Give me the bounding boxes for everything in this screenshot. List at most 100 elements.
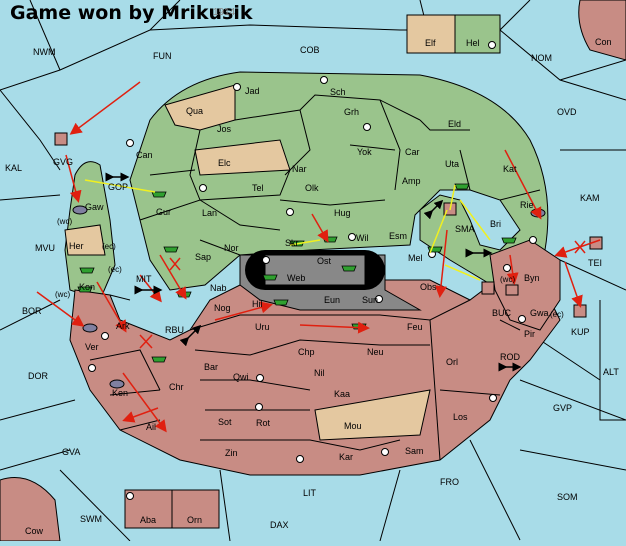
sea-label: FRO xyxy=(440,477,459,487)
game-title: Game won by Mrikusik xyxy=(10,2,252,24)
sea-label: MVU xyxy=(35,243,55,253)
region-label: Hel xyxy=(466,38,480,48)
green-region xyxy=(129,71,549,291)
sea-label: SOM xyxy=(557,492,578,502)
region-label: Nar xyxy=(292,164,307,174)
coast-label: (wc) xyxy=(500,275,515,284)
region-label: Gaw xyxy=(85,202,104,212)
region-label: Ken xyxy=(112,388,128,398)
region-label: Ost xyxy=(317,256,332,266)
sea-label: GVP xyxy=(553,403,572,413)
supply-centers xyxy=(88,41,537,500)
region-label: Byn xyxy=(524,273,540,283)
coast-label: (ec) xyxy=(102,242,116,251)
region-label: Elf xyxy=(425,38,436,48)
sea-label: ALT xyxy=(603,367,619,377)
region-label: Orn xyxy=(187,515,202,525)
region-label: Jad xyxy=(245,86,260,96)
region-label: Pir xyxy=(524,329,535,339)
sea-label: DAX xyxy=(270,520,289,530)
region-label: Kon xyxy=(79,282,95,292)
sea-label: KAL xyxy=(5,163,22,173)
overlay-number: 1914 xyxy=(213,7,236,18)
coast-label: (ec) xyxy=(550,310,564,319)
region-label: Chp xyxy=(298,347,315,357)
region-label: Olk xyxy=(305,183,319,193)
region-label: Feu xyxy=(407,322,423,332)
title-text: Game won by Mrikusik xyxy=(10,2,253,24)
region-label: Grh xyxy=(344,107,359,117)
region-label: Ver xyxy=(85,342,99,352)
region-label: Web xyxy=(287,273,305,283)
red-labels: Web Mel Byn Nab Obs Nog Hil Sun Uru Feu … xyxy=(85,253,549,525)
sea-label: BOR xyxy=(22,306,42,316)
region-label: Gwa xyxy=(530,308,549,318)
coast-labels: (wc) (ec) (wc) (ec) (wc) (ec) xyxy=(55,217,564,319)
region-label: Uru xyxy=(255,322,270,332)
region-label: Gur xyxy=(156,207,171,217)
region-label: Bar xyxy=(204,362,218,372)
region-label: Hug xyxy=(334,208,351,218)
region-label: Qua xyxy=(186,106,203,116)
coast-label: (ec) xyxy=(108,265,122,274)
region-label: Eld xyxy=(448,119,461,129)
region-label: Rot xyxy=(256,418,271,428)
units-red xyxy=(54,132,603,318)
region-label: Sam xyxy=(405,446,424,456)
sea-label: OVD xyxy=(557,107,577,117)
region-label: Wil xyxy=(356,233,369,243)
region-label: Jos xyxy=(217,124,232,134)
region-label: Amp xyxy=(402,176,421,186)
sea-label: GOP xyxy=(108,182,128,192)
support-lines xyxy=(84,179,491,281)
region-label: Neu xyxy=(367,347,384,357)
region-label: Hil xyxy=(252,299,263,309)
region-label: Elc xyxy=(218,158,231,168)
sea-label: COB xyxy=(300,45,320,55)
coast-label: (wc) xyxy=(57,217,72,226)
tan-qua xyxy=(164,84,236,131)
tan-elf xyxy=(406,14,456,54)
region-label: Kaa xyxy=(334,389,350,399)
sea-label: KUP xyxy=(571,327,590,337)
region-label: Skr xyxy=(285,238,299,248)
region-label: Ark xyxy=(116,321,130,331)
sea-label: Con xyxy=(595,37,612,47)
region-label: Bri xyxy=(490,219,501,229)
sea-label: BUC xyxy=(492,308,512,318)
sea-label: RBU xyxy=(165,325,184,335)
region-label: Ail xyxy=(146,422,156,432)
failed-marks xyxy=(139,240,586,349)
region-label: Orl xyxy=(446,357,458,367)
region-label: Mou xyxy=(344,421,362,431)
region-label: Aba xyxy=(140,515,156,525)
sea-label: Cow xyxy=(25,526,44,536)
region-label: Kar xyxy=(339,452,353,462)
region-label: Sot xyxy=(218,417,232,427)
sea-labels: NWM FUN COB NOM Con OVD KAL KAM MVU BOR … xyxy=(5,37,619,536)
green-labels: Jad Sch Qua Jos Grh Eld Can Yok Car Elc … xyxy=(79,38,534,292)
region-label: Nil xyxy=(314,368,325,378)
sea-label: NWM xyxy=(33,47,56,57)
sea-label: KAM xyxy=(580,193,600,203)
region-label: Yok xyxy=(357,147,372,157)
region-label: Sun xyxy=(362,295,378,305)
region-label: Lan xyxy=(202,208,217,218)
region-label: Esm xyxy=(389,231,407,241)
red-orn xyxy=(171,489,220,529)
region-label: Her xyxy=(69,241,84,251)
region-label: Nab xyxy=(210,283,227,293)
region-label: Zin xyxy=(225,448,238,458)
sea-label: DOR xyxy=(28,371,49,381)
sea-label: TEI xyxy=(588,258,602,268)
region-label: Sap xyxy=(195,252,211,262)
region-label: Can xyxy=(136,150,153,160)
sea-label: SWM xyxy=(80,514,102,524)
land-borders xyxy=(89,94,541,461)
tan-mou xyxy=(314,389,431,441)
red-cow xyxy=(0,477,61,542)
region-label: Sch xyxy=(330,87,346,97)
tan-her xyxy=(64,224,106,256)
